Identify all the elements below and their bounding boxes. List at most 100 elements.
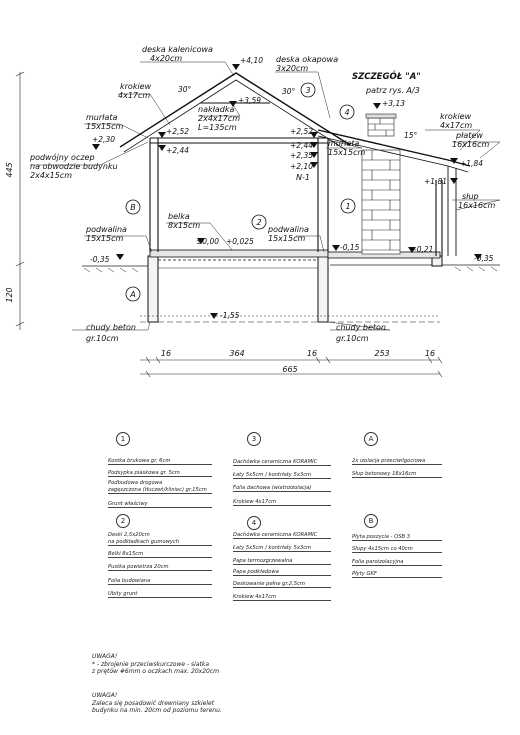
legend-row: Belki 8x15cm <box>108 551 212 558</box>
legend-marker-A: A <box>364 432 378 446</box>
label-nakladka-len: L=135cm <box>198 123 237 132</box>
label-belka: belka <box>168 212 190 221</box>
level-m155: -1,55 <box>220 311 240 320</box>
legend-row: Kostka brukowa gr. 6cm <box>108 458 212 465</box>
label-murlata-right-dim: 15x15cm <box>328 148 365 157</box>
marker-2: 2 <box>256 218 261 227</box>
legend-row: Płyty GKF <box>352 571 442 578</box>
level-252b: +2,52 <box>290 127 313 136</box>
legend-row: Łaty 5x5cm / kontrłaty 5x3cm <box>233 545 331 552</box>
label-krokiew-left-dim: 4x17cm <box>118 91 150 100</box>
legend-row: na podkładkach gumowych <box>108 539 212 546</box>
label-oczep-dim: 2x4x15cm <box>30 171 72 180</box>
level-184: +1,84 <box>460 159 483 168</box>
label-podwalina-left-dim: 15x15cm <box>86 234 123 243</box>
legend-group-B: B Płyta poszycia - OSB 3 Słupy 4x15cm co… <box>352 514 442 584</box>
legend-group-3: 3 Dachówka ceramiczna KORAMIC Łaty 5x5cm… <box>233 432 331 516</box>
right-posts <box>447 166 457 256</box>
level-floor0: ±0,00 <box>196 237 219 246</box>
dim-364: 364 <box>229 349 244 358</box>
lean-concrete <box>140 267 440 323</box>
marker-A: A <box>129 290 135 299</box>
legend-marker-2: 2 <box>116 514 130 528</box>
level-m035l: -0,35 <box>90 255 110 264</box>
level-235: +2,35 <box>290 151 313 160</box>
level-244b: +2,44 <box>290 141 313 150</box>
note-line: Zaleca się posadowić drewniany szkielet <box>92 699 215 707</box>
label-chudy-beton-right: chudy beton <box>336 323 386 332</box>
dim-16a: 16 <box>161 349 171 358</box>
label-murlata-right: murłata <box>328 139 359 148</box>
label-nakladka: nakładka <box>198 105 235 114</box>
level-313: +3,13 <box>382 99 405 108</box>
legend-marker-1: 1 <box>116 432 130 446</box>
legend-row: Słupy 4x15cm co 40cm <box>352 546 442 553</box>
note-line: * - zbrojenie przeciwskurczowe - siatka <box>92 660 210 668</box>
level-181: +1,81 <box>424 177 447 186</box>
dimension-lines <box>15 71 443 378</box>
label-belka-dim: 8x15cm <box>168 221 200 230</box>
level-210: +2,10 <box>290 162 313 171</box>
label-szczegol: SZCZEGÓŁ "A" <box>352 70 421 82</box>
dim-16b: 16 <box>307 349 317 358</box>
legend-row: Łaty 5x5cm / kontrłaty 5x3cm <box>233 472 331 479</box>
level-floor1: +0,025 <box>226 237 254 246</box>
legend-row: Grunt właściwy <box>108 501 212 508</box>
foundations <box>147 255 443 323</box>
chimney <box>361 113 401 255</box>
level-m015: -0,15 <box>340 243 360 252</box>
notes-block-2: UWAGA! Zaleca się posadowić drewniany sz… <box>92 692 222 715</box>
level-359: +3,59 <box>238 96 261 105</box>
dim-253: 253 <box>374 349 389 358</box>
level-252a: +2,52 <box>166 127 189 136</box>
angle-15: 15° <box>404 131 418 140</box>
legend-group-1: 1 Kostka brukowa gr. 6cm Podsypka piasko… <box>108 432 212 516</box>
legend-row: Słup betonowy 16x16cm <box>352 471 442 478</box>
legend-marker-B: B <box>364 514 378 528</box>
dim-total: 665 <box>282 365 297 374</box>
note-warning-title: UWAGA! <box>92 653 118 660</box>
level-244a: +2,44 <box>166 146 189 155</box>
legend-row: Ubity grunt <box>108 591 212 598</box>
label-platew-dim: 16x16cm <box>452 140 489 149</box>
dim-445: 445 <box>5 162 14 177</box>
note-line: z prętów #6mm o oczkach max. 20x20cm <box>92 668 220 675</box>
leader-lines <box>30 61 501 331</box>
label-platew: płatew <box>455 131 483 140</box>
label-deska-okapowa: deska okapowa <box>276 55 338 64</box>
legend-row: Deskowanie pełne gr.2,5cm <box>233 581 331 588</box>
legend-row: zagęszczona (tłuczeń/kliniec) gr.15cm <box>108 487 212 494</box>
ground <box>82 264 500 273</box>
legend-row: Papa termozgrzewalna <box>233 558 331 565</box>
legend-row: Deski 2,5x20cm <box>108 532 150 538</box>
label-chudy-beton-right-dim: gr.10cm <box>336 334 369 343</box>
legend-row: Dachówka ceramiczna KORAMIC <box>233 459 331 466</box>
label-chudy-beton-left-dim: gr.10cm <box>86 334 119 343</box>
section-markers <box>125 82 356 302</box>
legend-row: Folia paroizolacyjna <box>352 559 442 566</box>
level-ticks <box>92 64 482 319</box>
legend-marker-4: 4 <box>247 516 261 530</box>
level-230: +2,30 <box>92 135 115 144</box>
legend-row: Papa podkładowa <box>233 569 331 576</box>
label-slup: słup <box>462 192 479 201</box>
level-peak: +4,10 <box>240 56 263 65</box>
legend-row: Folia budowlana <box>108 578 212 585</box>
dim-120: 120 <box>5 287 14 302</box>
label-deska-okapowa-dim: 3x20cm <box>276 64 308 73</box>
legend-row: Krokiew 4x17cm <box>233 594 331 601</box>
label-slup-dim: 16x16cm <box>458 201 495 210</box>
legend-row: Folia dachowa (wiatroizolacja) <box>233 485 331 492</box>
level-m035r: -0,35 <box>474 254 494 263</box>
label-deska-kalenicowa-dim: 4x20cm <box>150 54 182 63</box>
legend-row: Pustka powietrza 20cm <box>108 564 212 571</box>
legend-row: Podsypka piaskowa gr. 5cm <box>108 470 212 477</box>
label-oczep: podwójny oczep <box>29 152 95 162</box>
legend-row: 2x izolacja przeciwilgociowa <box>352 458 442 465</box>
label-krokiew-right: krokiew <box>440 112 472 121</box>
label-chudy-beton-left: chudy beton <box>86 323 136 332</box>
note-warning-title: UWAGA! <box>92 692 118 699</box>
walls <box>149 137 443 256</box>
floor-slab <box>149 249 441 261</box>
note-line: budynku na min. 20cm od poziomu terenu. <box>92 707 222 714</box>
